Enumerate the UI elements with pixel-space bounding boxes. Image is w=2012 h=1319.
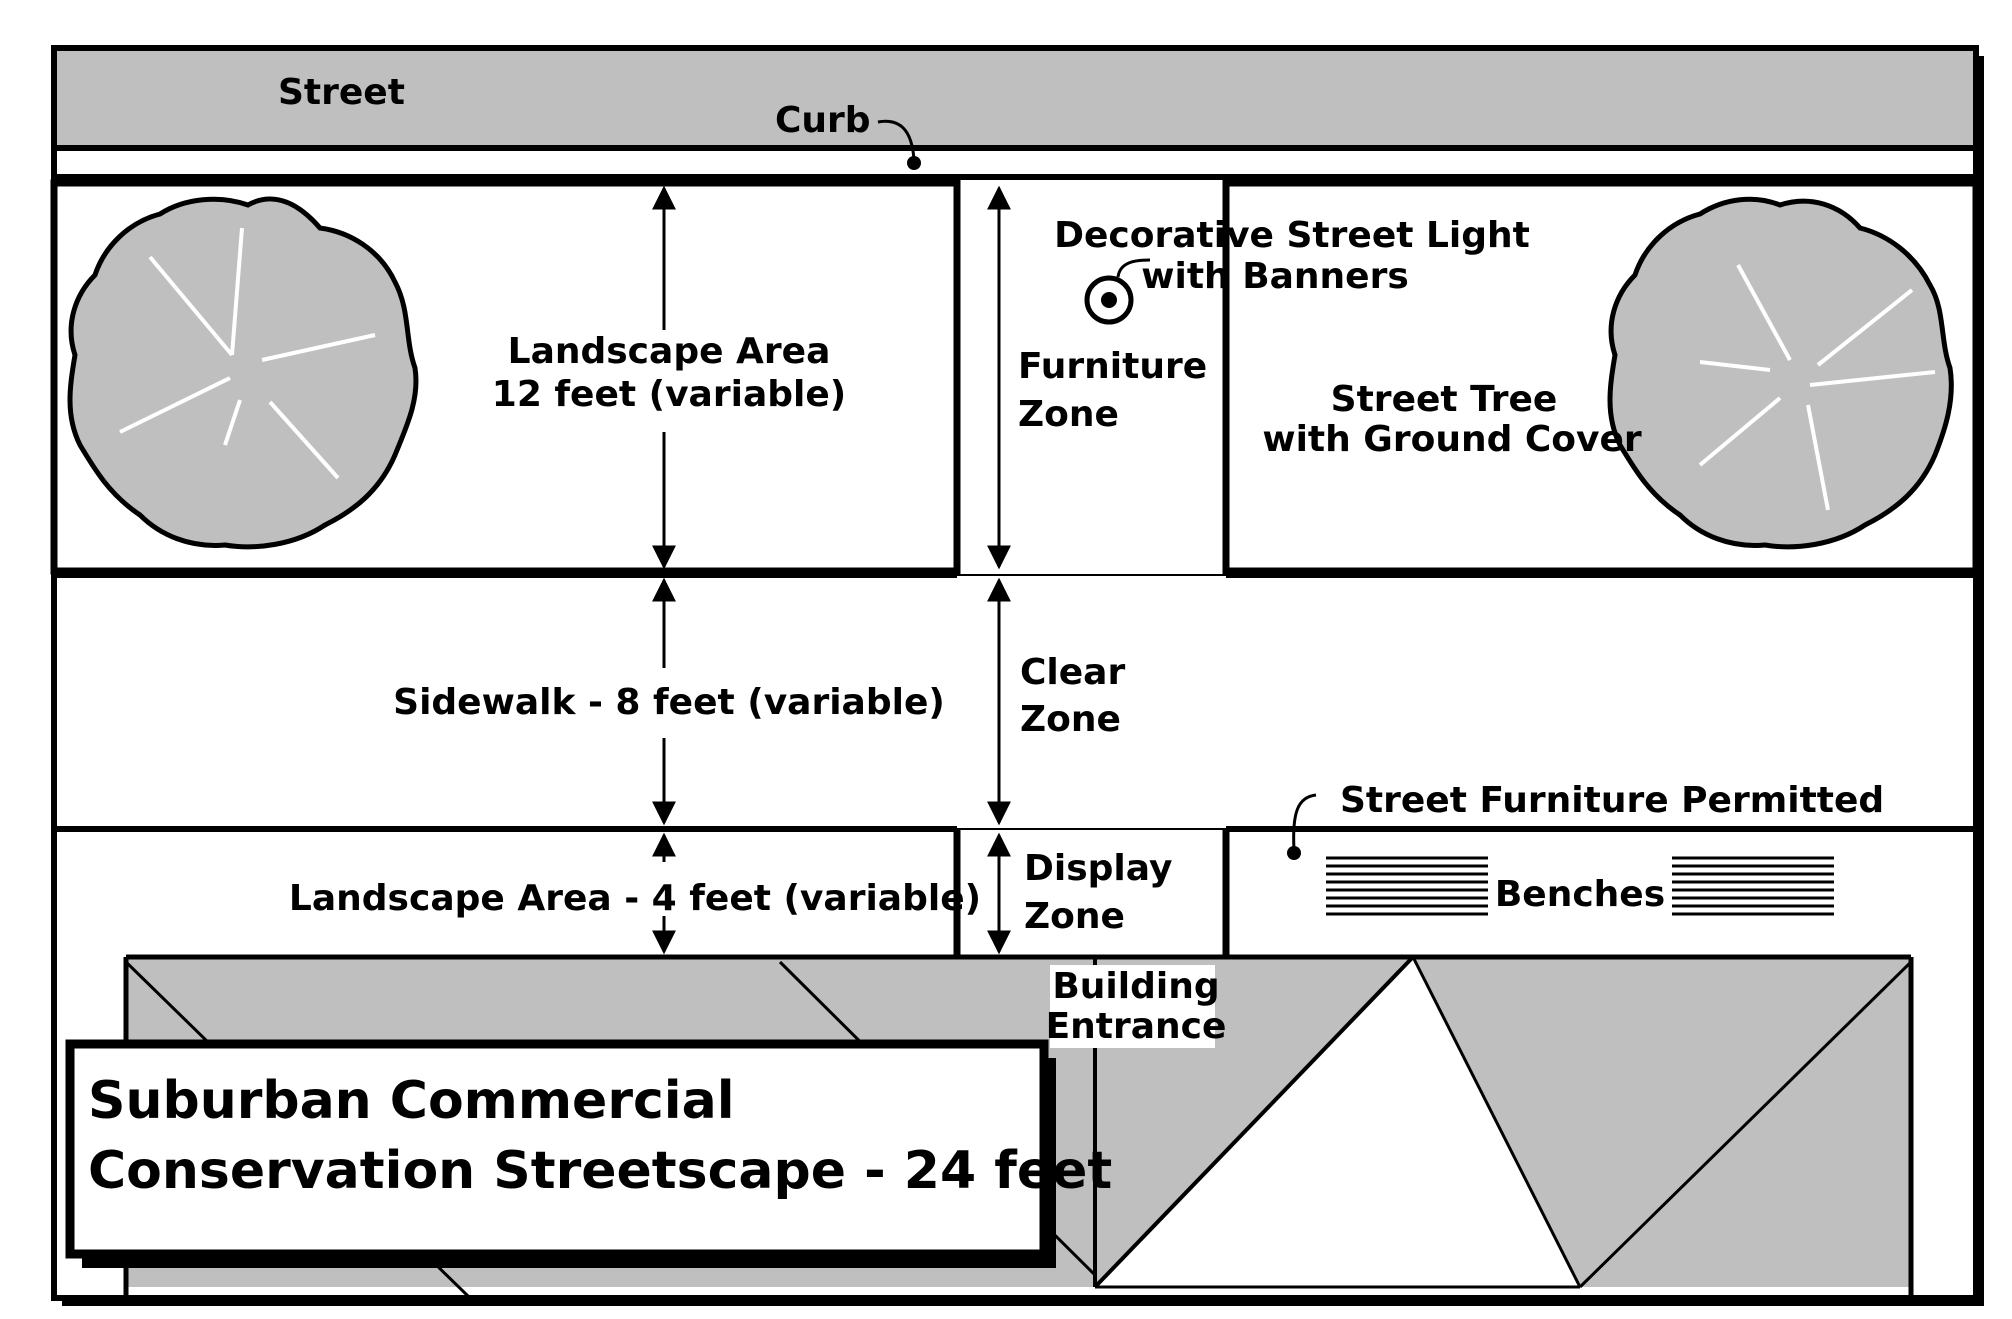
furniture-zone-line2: Zone — [1018, 394, 1119, 435]
street-band — [57, 51, 1973, 148]
sidewalk-label: Sidewalk - 8 feet (variable) — [393, 682, 945, 723]
landscape-area-left-box — [50, 179, 961, 575]
street-light-line1: Decorative Street Light — [1054, 215, 1530, 256]
street-furniture-label: Street Furniture Permitted — [1340, 780, 1884, 821]
landscape-area-4-label: Landscape Area - 4 feet (variable) — [289, 878, 981, 919]
street-tree-right-icon — [1607, 196, 1954, 550]
clear-zone-line2: Zone — [1020, 699, 1121, 740]
street-tree-line2: with Ground Cover — [1262, 419, 1642, 460]
curb-dot — [907, 156, 921, 170]
landscape-area-12-line1: Landscape Area — [508, 331, 831, 372]
furniture-dot — [1287, 846, 1301, 860]
curb-label: Curb — [775, 100, 871, 141]
street-light-line2: with Banners — [1141, 256, 1409, 297]
title-line1: Suburban Commercial — [88, 1071, 735, 1131]
display-zone-line1: Display — [1024, 848, 1172, 889]
tree-area-right-box — [1222, 179, 1980, 575]
title-line2: Conservation Streetscape - 24 feet — [88, 1141, 1112, 1201]
street-label: Street — [278, 72, 405, 113]
building-entrance-label-bg — [1050, 965, 1215, 1048]
clear-zone-line1: Clear — [1020, 652, 1125, 693]
display-zone-line2: Zone — [1024, 896, 1125, 937]
furniture-leader — [1292, 793, 1317, 851]
furniture-zone-line1: Furniture — [1018, 346, 1207, 387]
curb-leader — [877, 119, 916, 161]
building-entrance-line2: Entrance — [1046, 1006, 1227, 1047]
street-tree-line1: Street Tree — [1331, 379, 1558, 420]
bench-left-icon — [1326, 856, 1488, 916]
dimension-arrows — [652, 185, 1011, 955]
street-light-icon — [1084, 258, 1151, 325]
street-tree-left-icon — [67, 196, 419, 550]
bench-right-icon — [1672, 856, 1834, 916]
benches-label: Benches — [1495, 874, 1665, 915]
building-entrance-line1: Building — [1052, 966, 1219, 1007]
title-box: Suburban Commercial Conservation Streets… — [65, 1039, 1112, 1268]
landscape-area-12-line2: 12 feet (variable) — [492, 374, 846, 415]
